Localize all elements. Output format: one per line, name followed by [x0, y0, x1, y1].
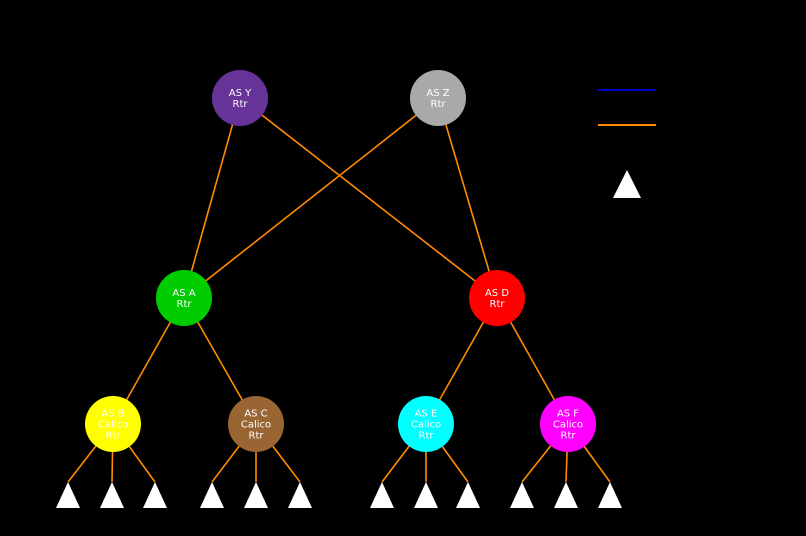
edge-as-y-as-a — [183, 97, 241, 299]
host-f1-triangle — [510, 482, 534, 508]
host-f3-triangle — [598, 482, 622, 508]
as-e-node — [398, 396, 454, 452]
host-b1-triangle — [56, 482, 80, 508]
host-f2-triangle — [554, 482, 578, 508]
host-c2-triangle — [244, 482, 268, 508]
host-c3-triangle — [288, 482, 312, 508]
edge-as-y-as-d — [239, 97, 498, 299]
legend-host-triangle-icon — [613, 170, 641, 198]
host-e2-triangle — [414, 482, 438, 508]
as-a-node — [156, 270, 212, 326]
edge-as-z-as-d — [437, 97, 498, 299]
host-b3-triangle — [143, 482, 167, 508]
as-f-node — [540, 396, 596, 452]
host-e1-triangle — [370, 482, 394, 508]
as-b-node — [85, 396, 141, 452]
edge-as-z-as-a — [183, 97, 439, 299]
as-d-node — [469, 270, 525, 326]
as-z-node — [410, 70, 466, 126]
host-c1-triangle — [200, 482, 224, 508]
as-y-node — [212, 70, 268, 126]
as-c-node — [228, 396, 284, 452]
host-e3-triangle — [456, 482, 480, 508]
host-b2-triangle — [100, 482, 124, 508]
